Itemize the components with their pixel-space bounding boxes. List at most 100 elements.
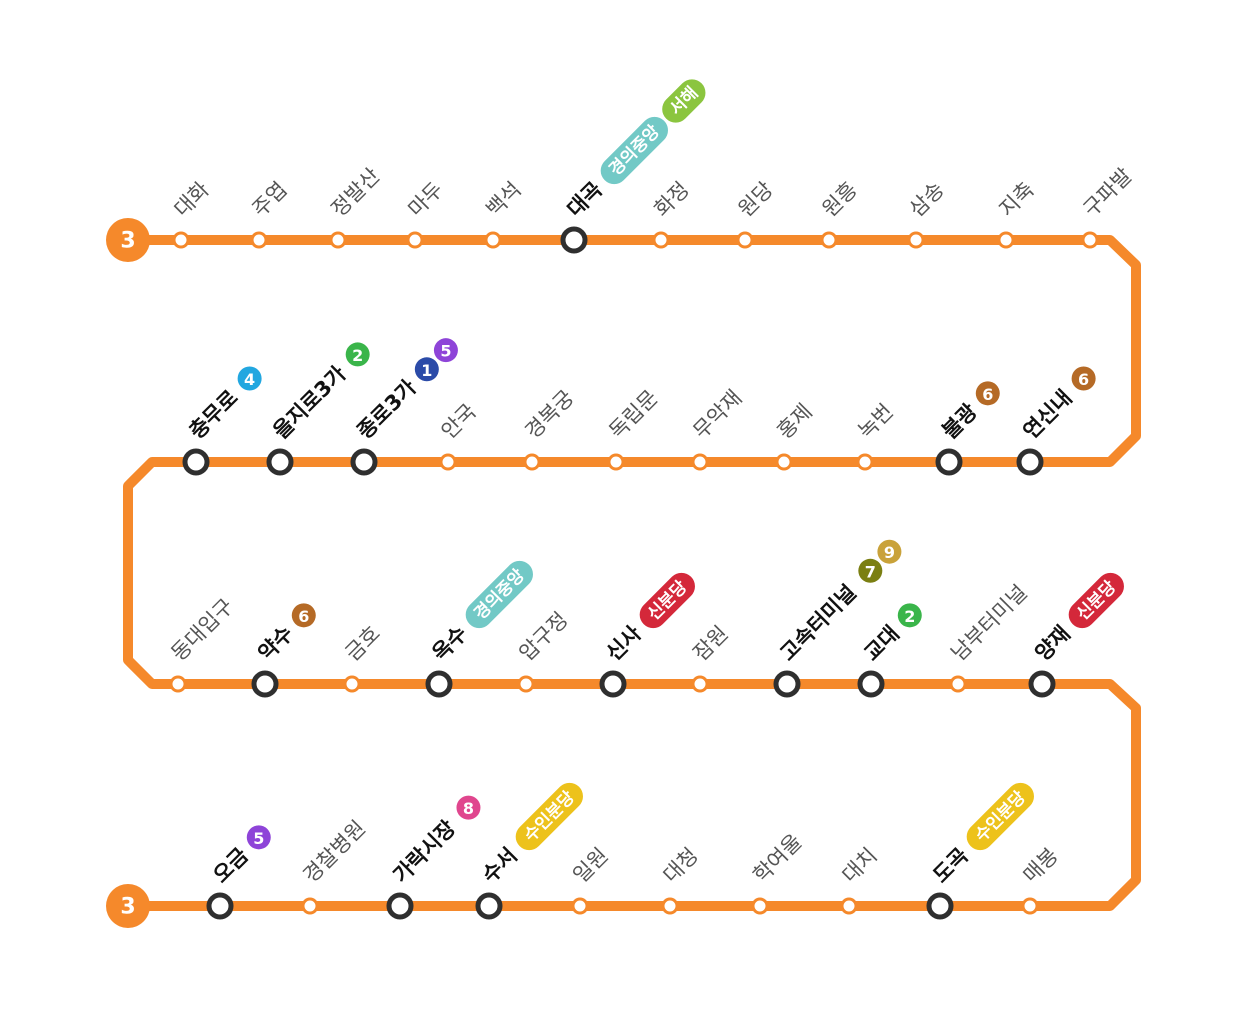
station-name[interactable]: 옥수 [428,621,472,665]
station-name[interactable]: 정발산 [327,164,385,222]
station-name[interactable]: 교대 [860,621,904,665]
station-dot[interactable] [169,675,187,693]
station[interactable]: 경복궁 [521,386,579,471]
station[interactable]: 정발산 [327,164,385,249]
transfer-station-dot[interactable] [425,670,453,698]
station-dot[interactable] [997,231,1015,249]
transfer-station-dot[interactable] [206,892,234,920]
station-name[interactable]: 원흥 [818,177,862,221]
station[interactable]: 동대입구 [167,594,239,693]
station-name[interactable]: 압구정 [515,608,573,666]
station-name[interactable]: 무악재 [689,386,747,444]
station-dot[interactable] [856,453,874,471]
station-name[interactable]: 대청 [659,843,703,887]
station-dot[interactable] [907,231,925,249]
station-name[interactable]: 대곡 [563,177,607,221]
station[interactable]: 독립문 [605,386,663,471]
station-name[interactable]: 지축 [995,177,1039,221]
station[interactable]: 구파발 [1079,164,1137,249]
station-name[interactable]: 홍제 [773,399,817,443]
station-dot[interactable] [751,897,769,915]
station-dot[interactable] [250,231,268,249]
station[interactable]: 무악재 [689,386,747,471]
station-dot[interactable] [172,231,190,249]
station-dot[interactable] [652,231,670,249]
transfer-station-dot[interactable] [935,448,963,476]
transfer-station-dot[interactable] [599,670,627,698]
station-name[interactable]: 녹번 [854,399,898,443]
transfer-station-dot[interactable] [386,892,414,920]
station-dot[interactable] [343,675,361,693]
station-dot[interactable] [661,897,679,915]
station-name[interactable]: 대치 [838,843,882,887]
station-name[interactable]: 약수 [254,621,298,665]
transfer-station-dot[interactable] [926,892,954,920]
station-name[interactable]: 독립문 [605,386,663,444]
station-dot[interactable] [949,675,967,693]
transfer-station-dot[interactable] [1016,448,1044,476]
station-dot[interactable] [840,897,858,915]
station-dot[interactable] [571,897,589,915]
transfer-station-dot[interactable] [857,670,885,698]
station-name[interactable]: 매봉 [1019,843,1063,887]
station-dot[interactable] [820,231,838,249]
transfer-station-dot[interactable] [773,670,801,698]
station-name[interactable]: 일원 [569,843,613,887]
station-name[interactable]: 불광 [938,399,982,443]
station-dot[interactable] [775,453,793,471]
station-name[interactable]: 을지로3가 [269,361,351,443]
station-dot[interactable] [691,453,709,471]
station[interactable]: 남부터미널 [947,580,1032,693]
station-name[interactable]: 종로3가 [353,375,422,444]
station-name[interactable]: 학여울 [749,830,807,888]
station-name[interactable]: 마두 [404,177,448,221]
station-dot[interactable] [1021,897,1039,915]
station-name[interactable]: 동대입구 [167,594,239,666]
station-name[interactable]: 화정 [650,177,694,221]
transfer-station-dot[interactable] [1028,670,1056,698]
station-dot[interactable] [736,231,754,249]
station-name[interactable]: 구파발 [1079,164,1137,222]
station-name[interactable]: 원당 [734,177,778,221]
station-name[interactable]: 백석 [482,177,526,221]
station-name[interactable]: 안국 [437,399,481,443]
station-name[interactable]: 신사 [602,621,647,666]
station[interactable]: 학여울 [749,830,807,915]
station-name[interactable]: 경복궁 [521,386,579,444]
station-name[interactable]: 도곡 [929,843,973,887]
station-dot[interactable] [523,453,541,471]
transfer-station-dot[interactable] [266,448,294,476]
station-name[interactable]: 대화 [170,177,214,221]
station-dot[interactable] [301,897,319,915]
station-dot[interactable] [691,675,709,693]
station-dot[interactable] [484,231,502,249]
station-name[interactable]: 삼송 [905,177,949,221]
station-name[interactable]: 금호 [341,621,385,665]
station-name[interactable]: 충무로 [185,386,243,444]
transfer-station-dot[interactable] [350,448,378,476]
transfer-station-dot[interactable] [560,226,588,254]
station-name[interactable]: 오금 [209,843,253,887]
station-name[interactable]: 가락시장 [389,816,461,888]
station-dot[interactable] [329,231,347,249]
station-name[interactable]: 수서 [478,843,522,887]
transfer-station-dot[interactable] [475,892,503,920]
station-name[interactable]: 남부터미널 [947,580,1032,665]
station-name[interactable]: 잠원 [689,621,733,665]
station-dot[interactable] [406,231,424,249]
transfer-station-dot[interactable] [182,448,210,476]
station-name[interactable]: 경찰병원 [299,816,371,888]
transfer-station-dot[interactable] [251,670,279,698]
station-name[interactable]: 주엽 [248,177,292,221]
station-name[interactable]: 연신내 [1019,386,1077,444]
station-dot[interactable] [439,453,457,471]
station[interactable]: 경찰병원 [299,816,371,915]
